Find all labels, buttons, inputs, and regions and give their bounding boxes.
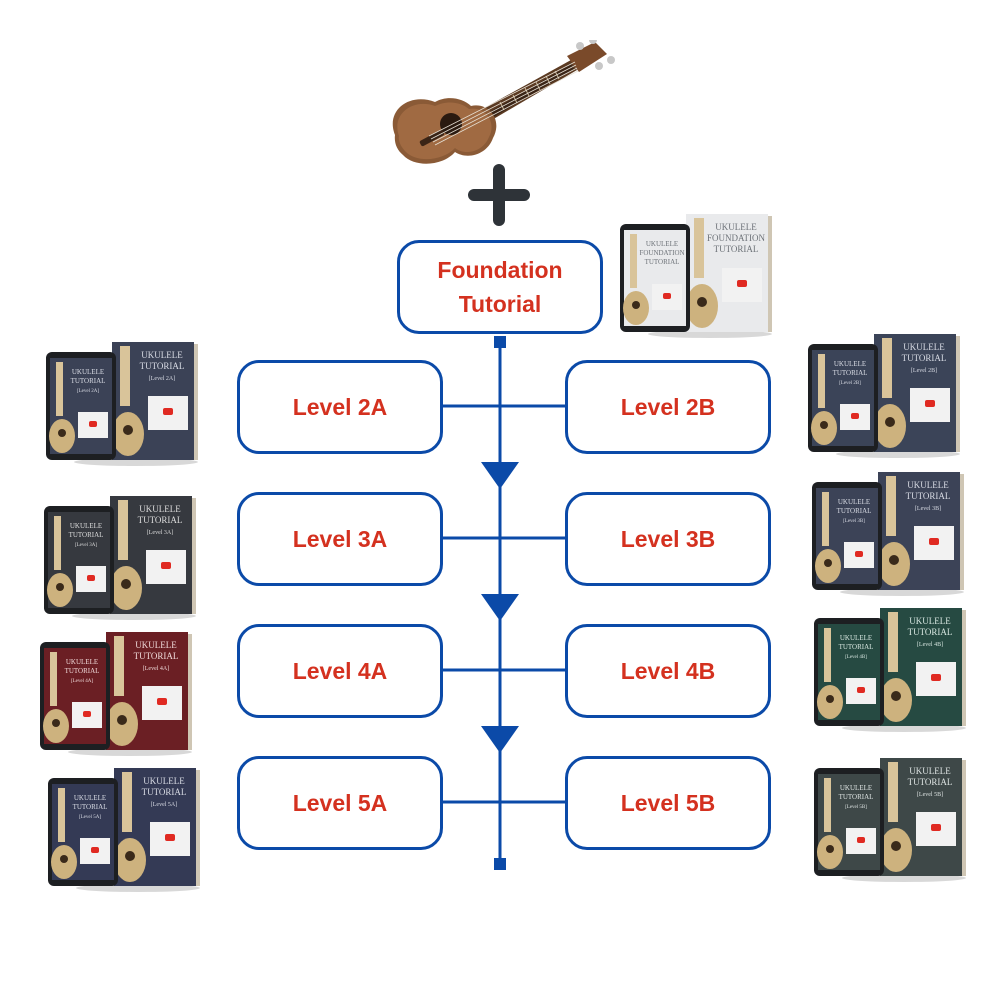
svg-text:[Level 3A]: [Level 3A] — [147, 530, 174, 536]
svg-text:[Level 4A]: [Level 4A] — [143, 666, 170, 672]
foundation-tutorial-label-line-1: Foundation — [437, 256, 563, 283]
arrow-head-2 — [481, 594, 519, 621]
svg-text:UKULELE: UKULELE — [70, 522, 102, 530]
svg-text:TUTORIAL: TUTORIAL — [645, 258, 680, 266]
level-5a-node[interactable]: Level 5A — [237, 756, 443, 850]
svg-text:[Level 2A]: [Level 2A] — [149, 376, 176, 382]
arrow-head-3 — [481, 726, 519, 753]
level-3b-label: Level 3B — [620, 525, 716, 552]
level-5a-label: Level 5A — [292, 789, 388, 816]
svg-text:TUTORIAL: TUTORIAL — [134, 651, 179, 661]
svg-text:[Level 2A]: [Level 2A] — [77, 389, 99, 394]
level-2a-label: Level 2A — [292, 393, 388, 420]
svg-text:FOUNDATION: FOUNDATION — [639, 249, 684, 257]
level-4b-label: Level 4B — [620, 657, 716, 684]
svg-text:[Level 5A]: [Level 5A] — [79, 815, 101, 820]
svg-text:UKULELE: UKULELE — [139, 504, 181, 514]
svg-text:[Level 2B]: [Level 2B] — [839, 381, 861, 386]
level-3a-node[interactable]: Level 3A — [237, 492, 443, 586]
svg-text:TUTORIAL: TUTORIAL — [839, 793, 874, 801]
svg-text:[Level 3B]: [Level 3B] — [843, 519, 865, 524]
svg-text:[Level 3A]: [Level 3A] — [75, 543, 97, 548]
ukulele-icon — [392, 40, 615, 164]
level-2a-node[interactable]: Level 2A — [237, 360, 443, 454]
plus-icon — [468, 164, 530, 226]
svg-text:TUTORIAL: TUTORIAL — [908, 627, 953, 637]
svg-text:[Level 2B]: [Level 2B] — [911, 368, 937, 374]
svg-text:[Level 4A]: [Level 4A] — [71, 679, 93, 684]
svg-text:TUTORIAL: TUTORIAL — [906, 491, 951, 501]
svg-text:TUTORIAL: TUTORIAL — [138, 515, 183, 525]
svg-text:FOUNDATION: FOUNDATION — [707, 233, 765, 243]
svg-text:TUTORIAL: TUTORIAL — [71, 377, 106, 385]
trunk-start-marker — [494, 336, 506, 348]
svg-text:UKULELE: UKULELE — [74, 794, 106, 802]
svg-text:UKULELE: UKULELE — [838, 498, 870, 506]
arrow-head-1 — [481, 462, 519, 489]
level-3b-node[interactable]: Level 3B — [565, 492, 771, 586]
svg-text:[Level 3B]: [Level 3B] — [915, 506, 941, 512]
level-5b-label: Level 5B — [620, 789, 716, 816]
level-2b-label: Level 2B — [620, 393, 716, 420]
svg-text:TUTORIAL: TUTORIAL — [73, 803, 108, 811]
svg-text:TUTORIAL: TUTORIAL — [69, 531, 104, 539]
svg-text:UKULELE: UKULELE — [143, 776, 185, 786]
svg-text:TUTORIAL: TUTORIAL — [833, 369, 868, 377]
svg-text:TUTORIAL: TUTORIAL — [839, 643, 874, 651]
level-2b-node[interactable]: Level 2B — [565, 360, 771, 454]
level-3a-label: Level 3A — [292, 525, 388, 552]
svg-text:UKULELE: UKULELE — [840, 634, 872, 642]
svg-text:TUTORIAL: TUTORIAL — [65, 667, 100, 675]
trunk-end-marker — [494, 858, 506, 870]
svg-text:TUTORIAL: TUTORIAL — [142, 787, 187, 797]
level-4a-node[interactable]: Level 4A — [237, 624, 443, 718]
svg-text:[Level 4B]: [Level 4B] — [917, 642, 943, 648]
svg-text:TUTORIAL: TUTORIAL — [140, 361, 185, 371]
svg-text:UKULELE: UKULELE — [903, 342, 945, 352]
svg-text:TUTORIAL: TUTORIAL — [714, 244, 759, 254]
svg-text:UKULELE: UKULELE — [66, 658, 98, 666]
svg-text:UKULELE: UKULELE — [909, 616, 951, 626]
svg-text:[Level 4B]: [Level 4B] — [845, 655, 867, 660]
svg-text:[Level 5B]: [Level 5B] — [845, 805, 867, 810]
svg-text:[Level 5B]: [Level 5B] — [917, 792, 943, 798]
svg-text:UKULELE: UKULELE — [907, 480, 949, 490]
svg-text:UKULELE: UKULELE — [646, 240, 678, 248]
svg-text:UKULELE: UKULELE — [715, 222, 757, 232]
foundation-tutorial-label-line-2: Tutorial — [458, 291, 542, 317]
level-4b-node[interactable]: Level 4B — [565, 624, 771, 718]
svg-text:UKULELE: UKULELE — [909, 766, 951, 776]
svg-text:TUTORIAL: TUTORIAL — [902, 353, 947, 363]
foundation-tutorial-node[interactable]: Foundation Tutorial — [397, 240, 603, 334]
svg-text:UKULELE: UKULELE — [834, 360, 866, 368]
svg-text:UKULELE: UKULELE — [840, 784, 872, 792]
level-5b-node[interactable]: Level 5B — [565, 756, 771, 850]
svg-text:UKULELE: UKULELE — [72, 368, 104, 376]
svg-text:UKULELE: UKULELE — [141, 350, 183, 360]
svg-text:TUTORIAL: TUTORIAL — [837, 507, 872, 515]
svg-text:TUTORIAL: TUTORIAL — [908, 777, 953, 787]
svg-text:UKULELE: UKULELE — [135, 640, 177, 650]
svg-text:[Level 5A]: [Level 5A] — [151, 802, 178, 808]
level-4a-label: Level 4A — [292, 657, 388, 684]
